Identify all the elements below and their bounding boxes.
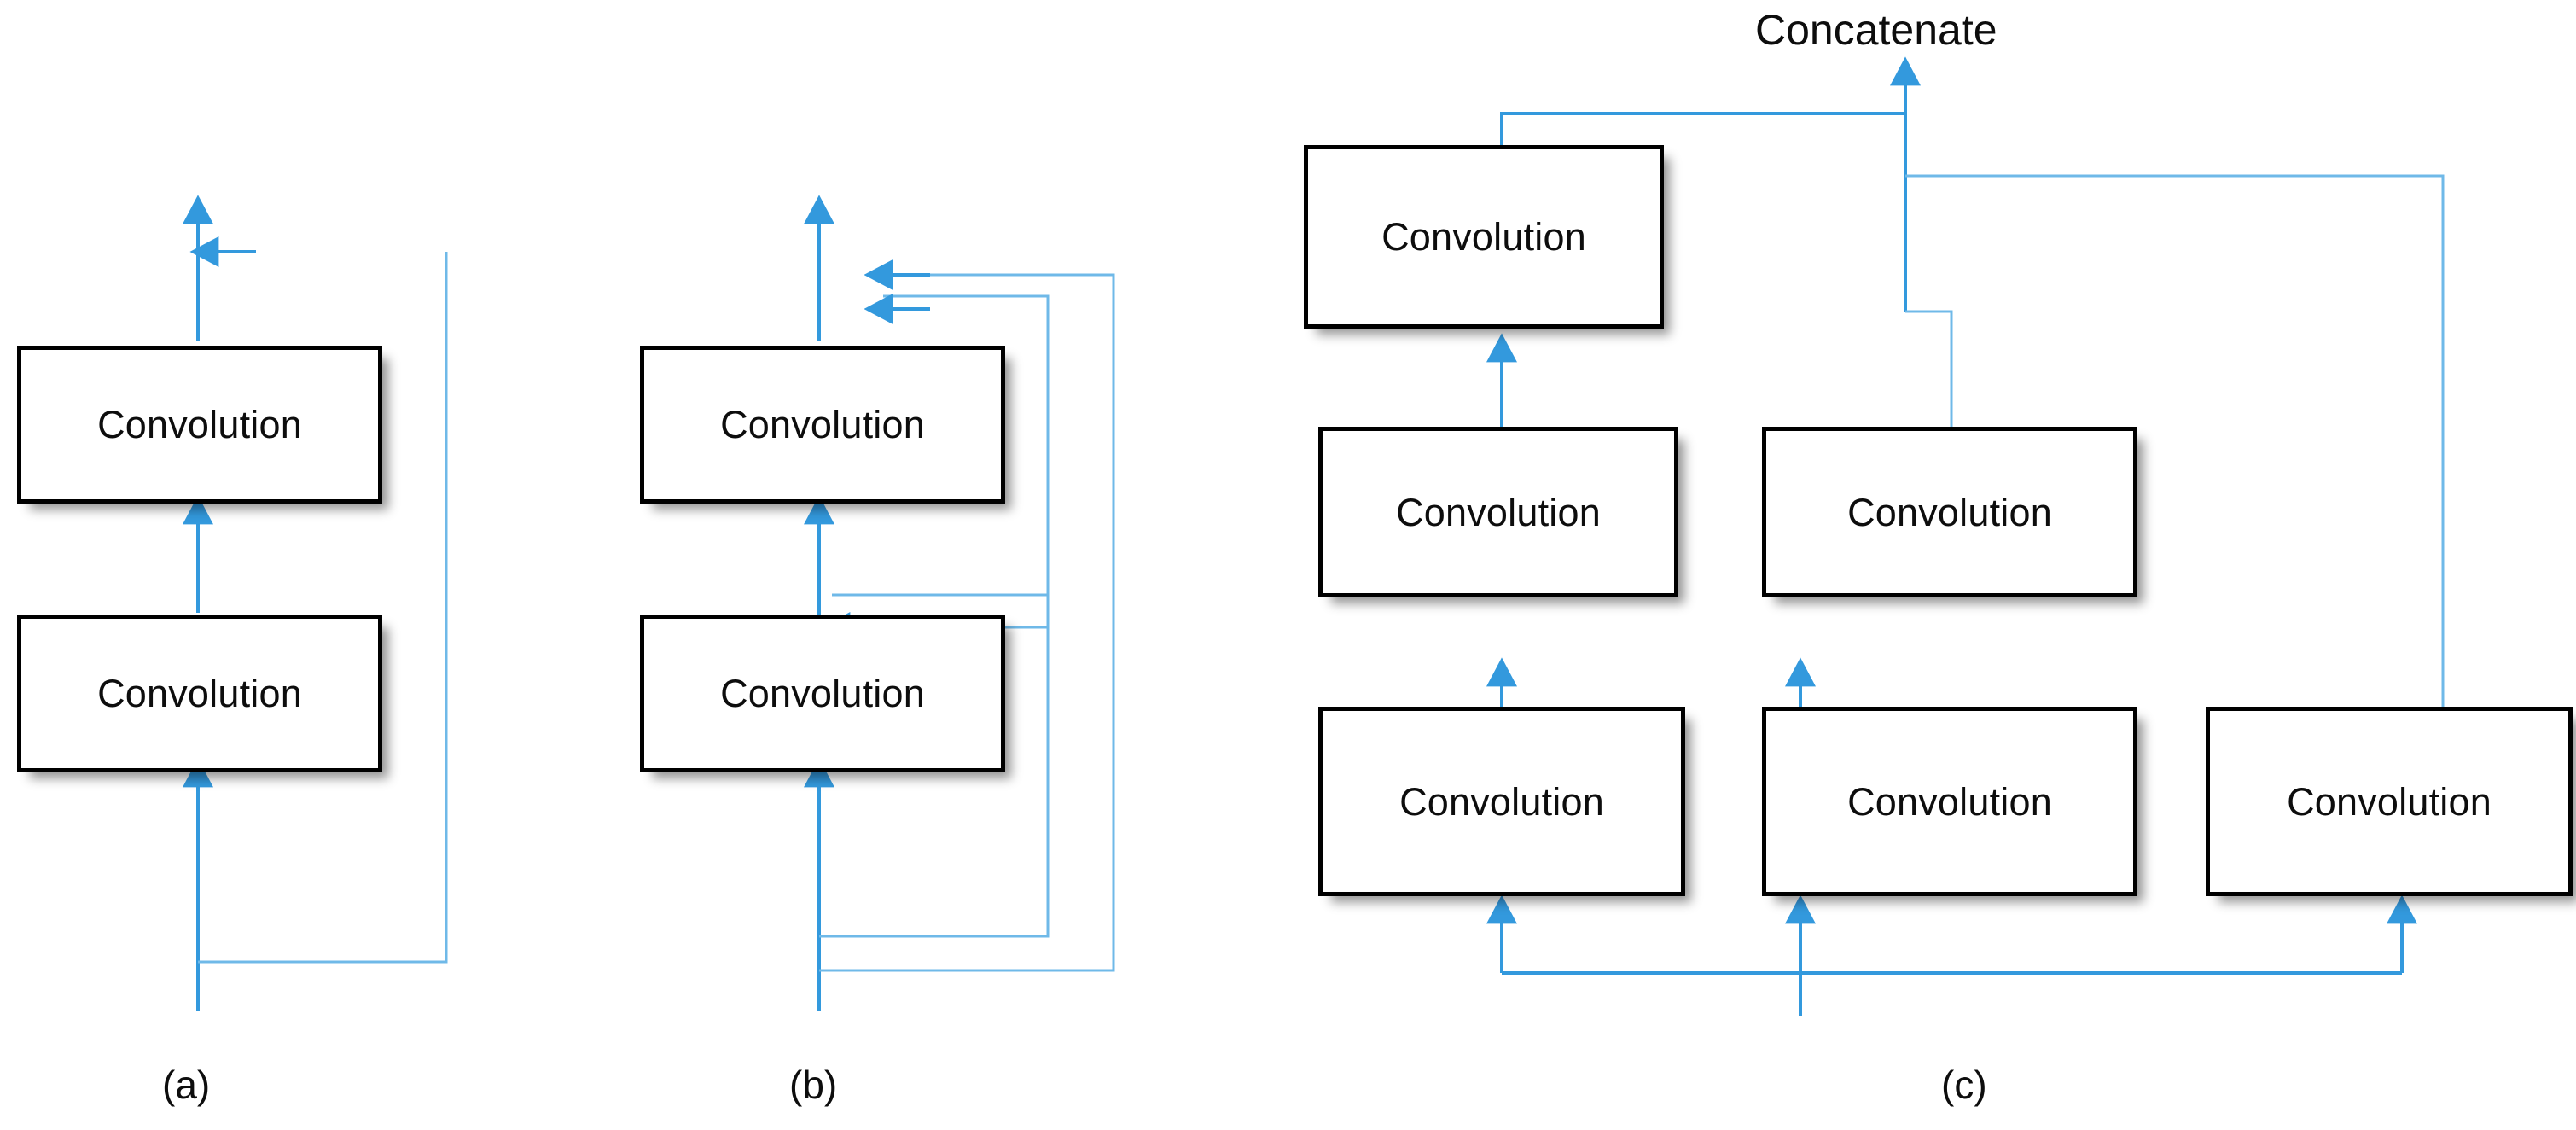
conv-label: Convolution	[720, 403, 925, 446]
wire-b-skip3-riser	[883, 294, 1050, 627]
conv-label: Convolution	[2287, 779, 2492, 824]
wire-b-skip1	[819, 593, 1050, 938]
panel-c-caption: (c)	[1941, 1063, 1987, 1107]
panel-c-conv-col2-middle[interactable]: Convolution	[1762, 427, 2137, 597]
conv-label: Convolution	[1847, 490, 2052, 534]
panel-c-conv-col1-middle[interactable]: Convolution	[1318, 427, 1678, 597]
panel-c-conv-col1-bottom[interactable]: Convolution	[1318, 707, 1685, 896]
wire-c-col3-to-trunk	[1905, 174, 2445, 758]
panel-c-conv-col2-bottom[interactable]: Convolution	[1762, 707, 2137, 896]
conv-label: Convolution	[1381, 215, 1586, 259]
conv-label: Convolution	[1847, 779, 2052, 824]
panel-c-conv-col3[interactable]: Convolution	[2206, 707, 2573, 896]
conv-label: Convolution	[97, 403, 302, 446]
panel-a-conv-bottom[interactable]: Convolution	[17, 615, 382, 772]
wire-c-col2-mid-to-trunk	[1905, 310, 1953, 427]
panel-b-conv-bottom[interactable]: Convolution	[640, 615, 1005, 772]
panel-a-conv-top[interactable]: Convolution	[17, 346, 382, 504]
conv-label: Convolution	[97, 672, 302, 715]
panel-b-conv-top[interactable]: Convolution	[640, 346, 1005, 504]
panel-b-caption: (b)	[789, 1063, 838, 1107]
wire-c-top-to-concat	[1500, 112, 1905, 145]
wire-a-skip	[198, 252, 448, 964]
panel-c-concatenate-label: Concatenate	[1755, 6, 1997, 54]
panel-a-caption: (a)	[162, 1063, 211, 1107]
conv-label: Convolution	[1396, 490, 1601, 534]
panel-c-conv-col1-top[interactable]: Convolution	[1304, 145, 1664, 329]
conv-label: Convolution	[720, 672, 925, 715]
wire-b-skip2	[819, 273, 1115, 972]
conv-label: Convolution	[1399, 779, 1604, 824]
